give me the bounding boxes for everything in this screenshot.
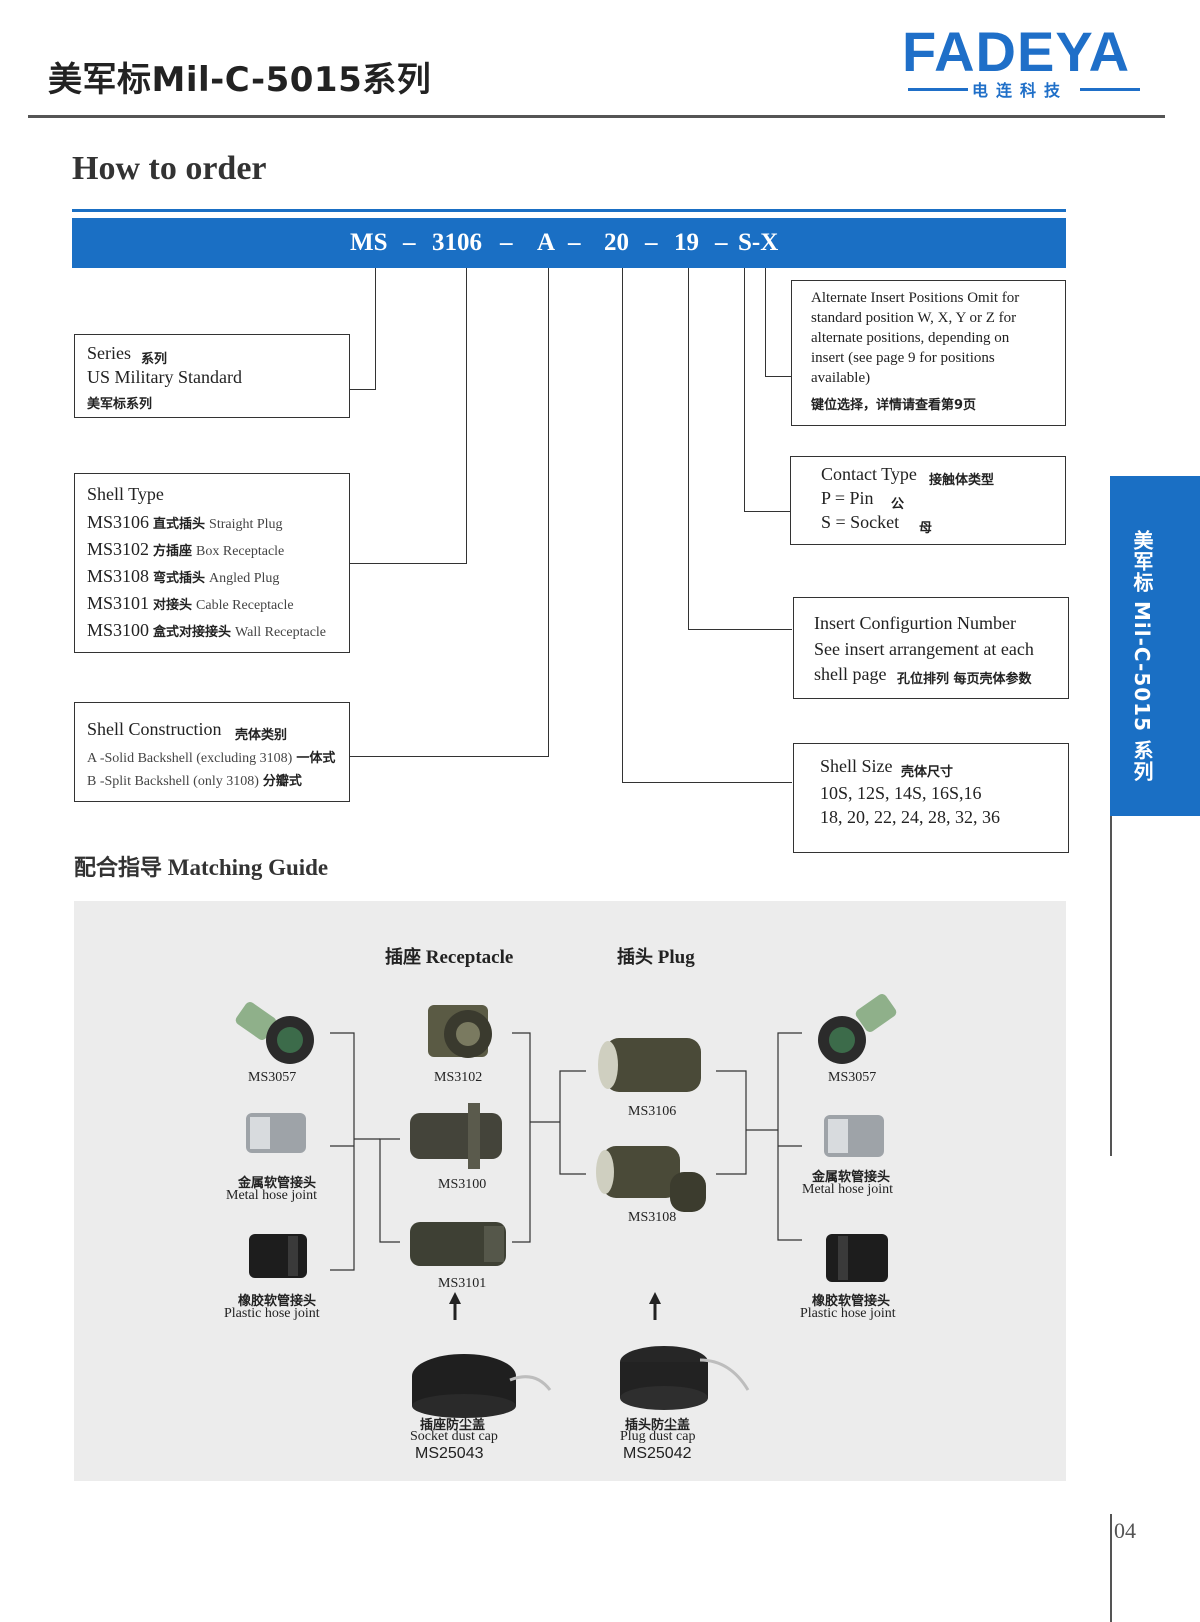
plastic-hose-label-en: Plastic hose joint: [224, 1306, 320, 1322]
ms3057-clamp-icon: [234, 1000, 314, 1064]
ms3100-label: MS3100: [438, 1177, 486, 1193]
ms3057-label-right: MS3057: [828, 1070, 876, 1086]
ms3106-label: MS3106: [628, 1104, 676, 1120]
socket-cap-label-en: Socket dust cap: [410, 1429, 498, 1445]
ms3106-straight-plug-icon: [598, 1038, 701, 1092]
arrow-up-icon: [649, 1292, 661, 1320]
ms3108-label: MS3108: [628, 1210, 676, 1226]
plug-cap-code: MS25042: [623, 1445, 692, 1463]
ms3102-box-receptacle-icon: [428, 1005, 492, 1058]
ms3102-label: MS3102: [434, 1070, 482, 1086]
matching-bracket-lines: [330, 1033, 802, 1270]
metal-hose-label-en: Metal hose joint: [226, 1188, 317, 1204]
metal-hose-joint-icon: [246, 1113, 306, 1153]
ms3100-wall-receptacle-icon: [410, 1103, 502, 1169]
plastic-hose-joint-icon: [249, 1234, 307, 1278]
metal-hose-label-en-right: Metal hose joint: [802, 1182, 893, 1198]
plastic-hose-label-en-right: Plastic hose joint: [800, 1306, 896, 1322]
plug-cap-label-en: Plug dust cap: [620, 1429, 695, 1445]
ms3101-cable-receptacle-icon: [410, 1222, 506, 1266]
ms3057-label: MS3057: [248, 1070, 296, 1086]
plug-dust-cap-icon: [620, 1346, 748, 1410]
socket-dust-cap-icon: [412, 1354, 550, 1418]
metal-hose-joint-icon: [824, 1115, 884, 1157]
plastic-hose-joint-icon: [826, 1234, 888, 1282]
arrow-up-icon: [449, 1292, 461, 1320]
ms3101-label: MS3101: [438, 1276, 486, 1292]
ms3057-clamp-icon: [818, 992, 898, 1064]
ms3108-angled-plug-icon: [596, 1146, 706, 1212]
socket-cap-code: MS25043: [415, 1445, 484, 1463]
